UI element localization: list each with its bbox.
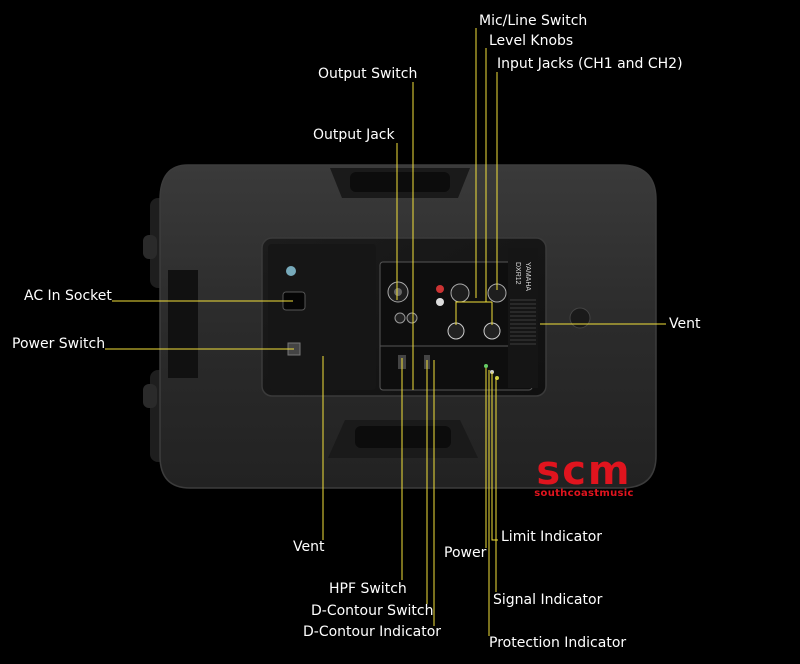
label-power: Power xyxy=(444,545,487,561)
label-limit-indicator: Limit Indicator xyxy=(501,529,603,545)
bottom-handle xyxy=(328,420,478,458)
scm-logo: scm southcoastmusic xyxy=(516,448,652,500)
label-output-jack: Output Jack xyxy=(313,127,395,143)
label-output-switch: Output Switch xyxy=(318,66,418,82)
label-signal-indicator: Signal Indicator xyxy=(493,592,603,608)
panel-model: DXR12 xyxy=(514,262,521,285)
ac-led xyxy=(286,266,296,276)
vent-grille xyxy=(508,248,538,388)
label-mic-line-switch: Mic/Line Switch xyxy=(479,13,588,29)
label-d-contour-indicator: D-Contour Indicator xyxy=(303,624,442,640)
label-d-contour-switch: D-Contour Switch xyxy=(311,603,434,619)
label-vent-bottom: Vent xyxy=(293,539,325,555)
label-power-switch: Power Switch xyxy=(12,336,106,352)
label-ac-in-socket: AC In Socket xyxy=(24,288,112,304)
side-handle-recess xyxy=(168,270,198,378)
panel-brand: YAMAHA xyxy=(524,262,531,291)
scm-logo-text: scm xyxy=(536,448,632,494)
top-handle xyxy=(330,168,470,198)
scm-logo-tagline: southcoastmusic xyxy=(534,488,634,499)
callout-lines xyxy=(105,28,666,636)
label-protection-indicator: Protection Indicator xyxy=(489,635,627,651)
label-hpf-switch: HPF Switch xyxy=(329,581,407,597)
label-level-knobs: Level Knobs xyxy=(489,33,574,49)
pole-socket xyxy=(569,307,591,329)
label-input-jacks: Input Jacks (CH1 and CH2) xyxy=(497,56,683,72)
label-vent-right: Vent xyxy=(669,316,701,332)
